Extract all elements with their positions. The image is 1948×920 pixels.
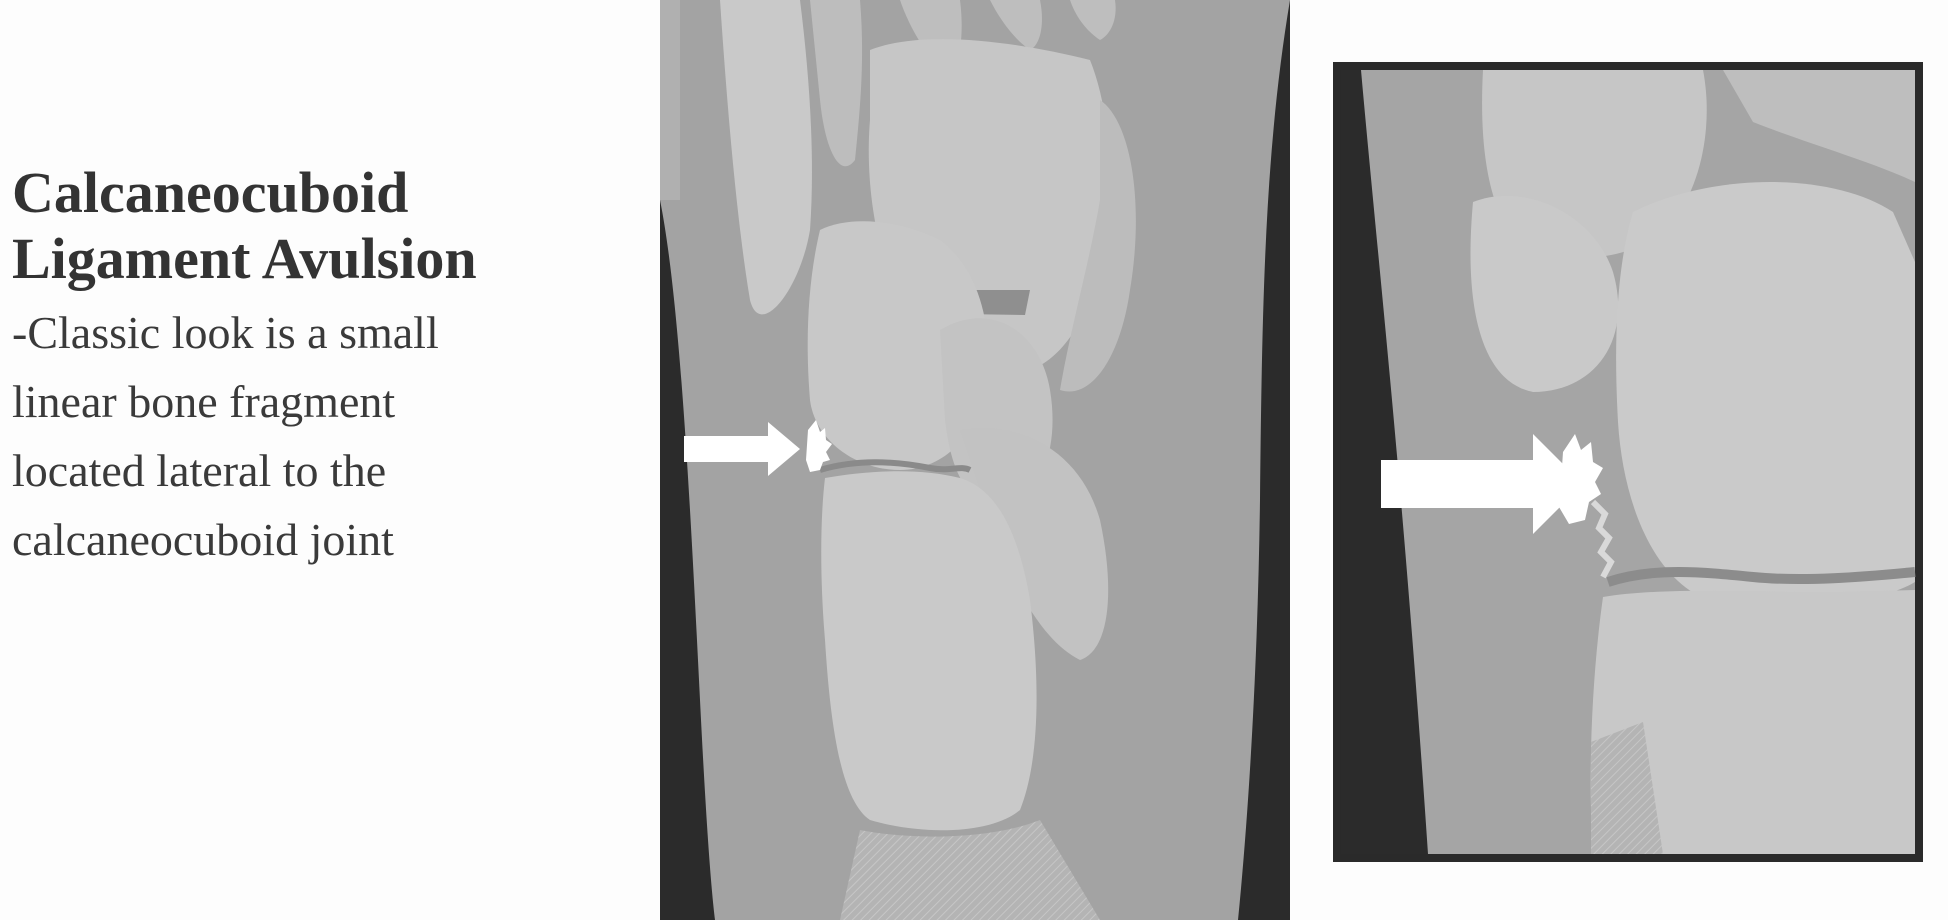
right-arrow-icon [684, 422, 800, 476]
fifth-metatarsal [720, 0, 812, 315]
calcaneocuboid-joint-line-zoom [1606, 567, 1916, 587]
body-text-line-4: calcaneocuboid joint [12, 514, 394, 565]
avulsion-fragment [806, 420, 832, 472]
body-text-line-2: linear bone fragment [12, 376, 396, 427]
fourth-metatarsal [810, 0, 863, 167]
cuboid-bone [807, 221, 988, 470]
right-dark-edge [1238, 0, 1290, 920]
foot-xray-illustration [660, 0, 1290, 920]
left-dark-edge [660, 200, 715, 920]
body-text-line-3: located lateral to the [12, 445, 387, 496]
calcaneus-bone [821, 471, 1037, 831]
calcaneocuboid-joint-line [819, 459, 972, 473]
talus-bone [960, 428, 1109, 660]
right-arrow-icon-zoom [1381, 434, 1583, 534]
text-panel: Calcaneocuboid Ligament Avulsion -Classi… [12, 160, 612, 574]
calcaneus-bone-zoom [1590, 590, 1915, 854]
cuboid-bone-zoom [1470, 195, 1619, 392]
foot-xray-zoom-illustration [1333, 62, 1923, 862]
slide-title-line-1: Calcaneocuboid [12, 160, 409, 225]
talus-bone-zoom [1616, 182, 1915, 605]
body-text-line-1: -Classic look is a small [12, 307, 439, 358]
avulsion-fragment-zoom [1559, 434, 1603, 524]
slide-title-line-2: Ligament Avulsion [12, 226, 477, 291]
